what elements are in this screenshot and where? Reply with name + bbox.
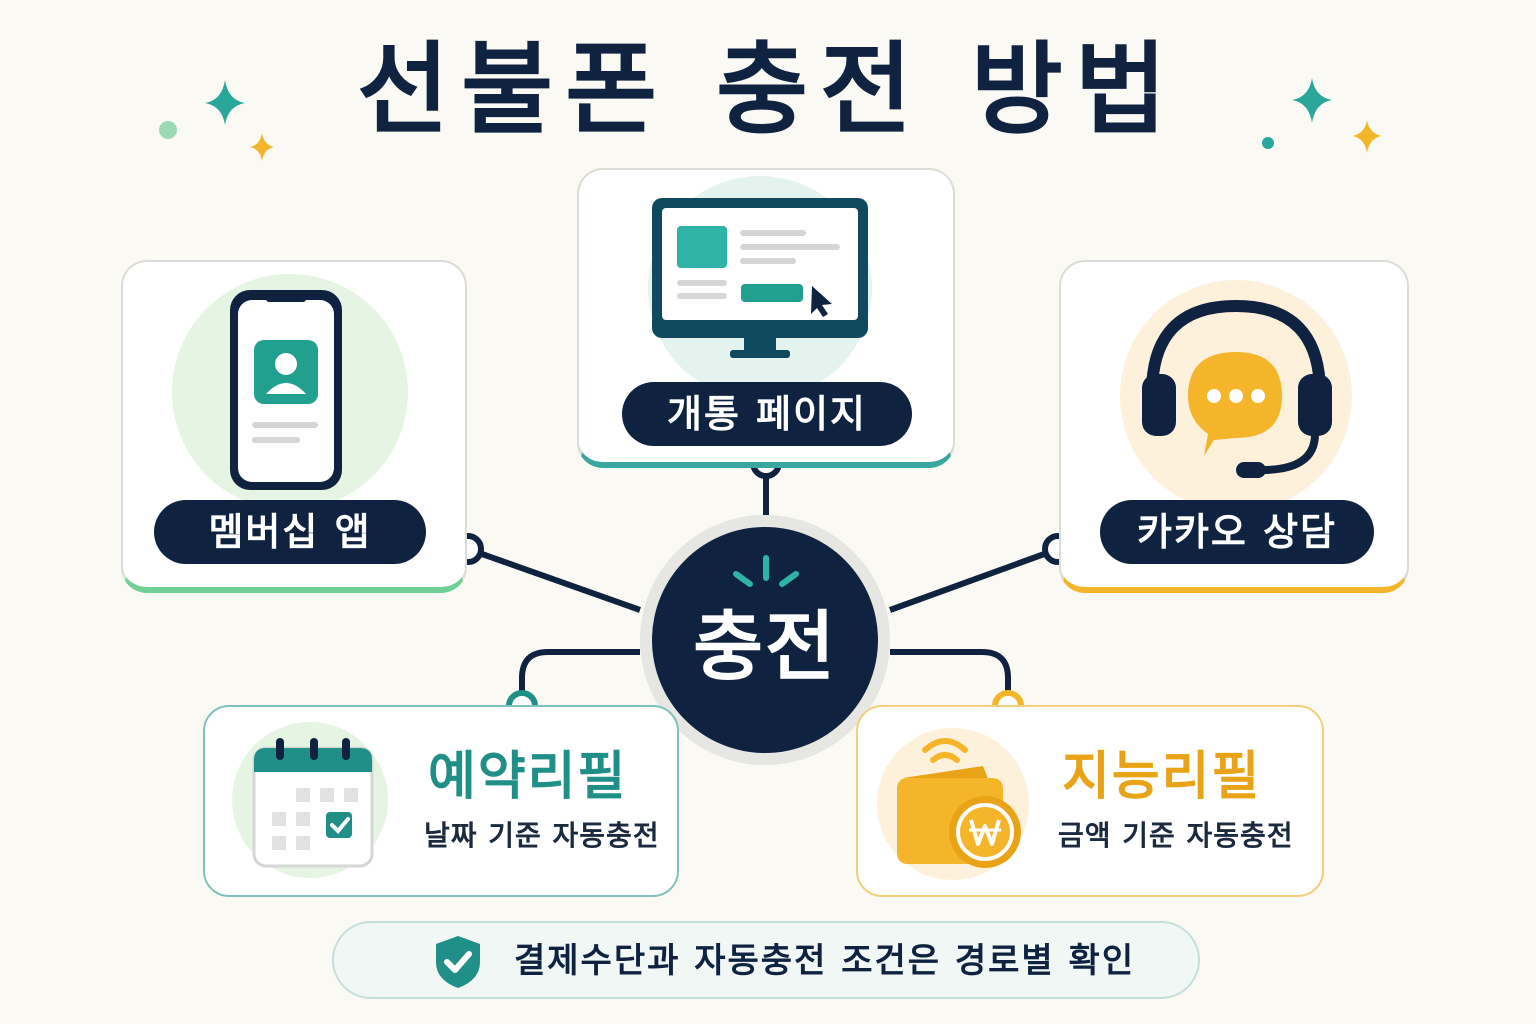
footer-notice-text: 결제수단과 자동충전 조건은 경로별 확인: [514, 941, 1136, 981]
shield-check-icon: [436, 936, 480, 988]
charge-hub: 충전: [640, 515, 890, 765]
refill-title-reserve: 예약리필: [428, 747, 628, 807]
monitor-icon: [648, 176, 872, 400]
charge-hub-label: 충전: [693, 602, 837, 691]
method-label-activation-page: 개통 페이지: [622, 382, 912, 446]
sparkle-left-icon: [159, 80, 274, 161]
connector-kakao: [888, 546, 1060, 613]
headset-chat-icon: [1120, 280, 1352, 512]
page-title: 선불폰 충전 방법: [357, 31, 1179, 148]
wallet-won-icon: [877, 728, 1029, 880]
footer-notice: 결제수단과 자동충전 조건은 경로별 확인: [332, 921, 1200, 999]
refill-desc-smart: 금액 기준 자동충전: [1058, 819, 1294, 852]
smartphone-icon: [172, 274, 408, 510]
connector-reserve: [519, 649, 640, 692]
connector-smart: [890, 649, 1011, 692]
sparkle-right-icon: [1262, 78, 1381, 153]
refill-desc-reserve: 날짜 기준 자동충전: [424, 819, 660, 852]
method-label-kakao-consultation: 카카오 상담: [1100, 500, 1374, 564]
connector-membership: [466, 546, 642, 613]
calendar-icon: [232, 722, 388, 878]
burst-icon-overlay: [733, 555, 799, 587]
refill-title-smart: 지능리필: [1062, 747, 1262, 807]
method-label-membership-app: 멤버십 앱: [154, 500, 426, 564]
